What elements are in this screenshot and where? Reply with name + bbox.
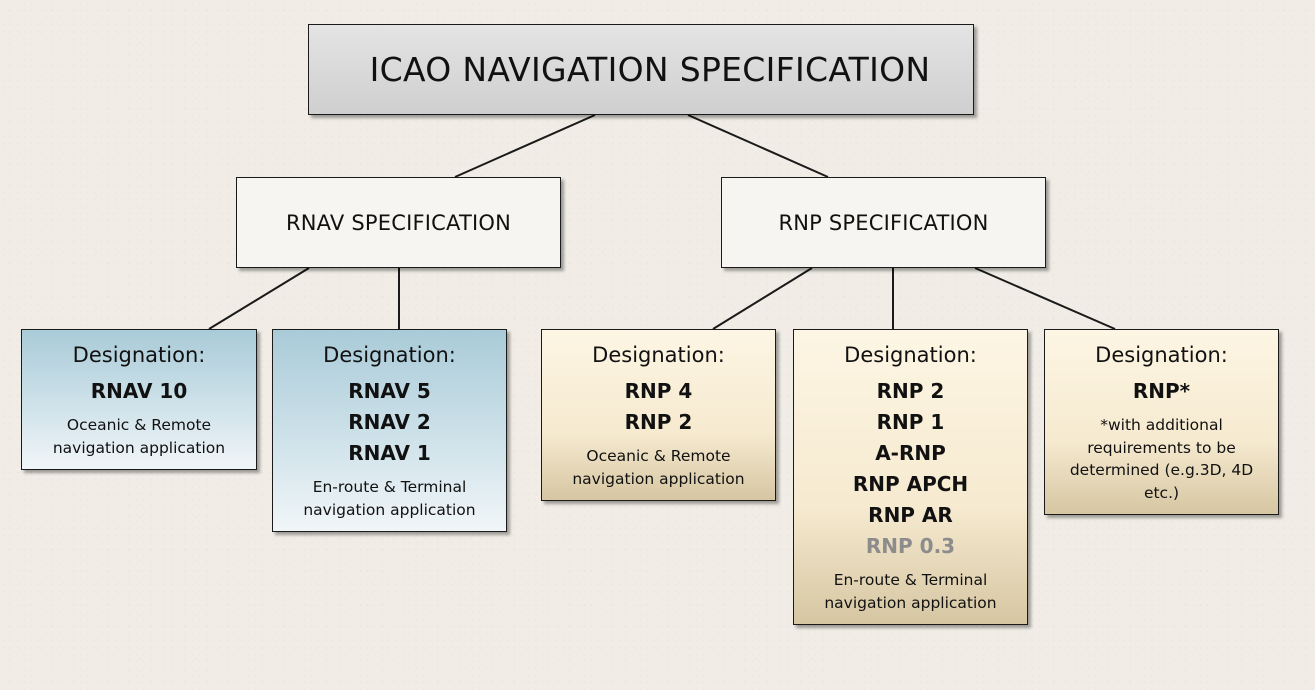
- designation-rnav-terminal: Designation: RNAV 5 RNAV 2 RNAV 1 En-rou…: [272, 329, 507, 532]
- designation-code-muted: RNP 0.3: [865, 534, 956, 558]
- designation-code: RNAV 2: [348, 410, 431, 434]
- designation-note: *with additional requirements to be dete…: [1069, 416, 1254, 502]
- designation-code: RNP 4: [624, 379, 693, 403]
- designation-rnp-future: Designation: RNP* *with additional requi…: [1044, 329, 1279, 515]
- designation-code: RNAV 5: [348, 379, 431, 403]
- connector-rnp-d3: [712, 267, 813, 330]
- designation-rnp-oceanic: Designation: RNP 4 RNP 2 Oceanic & Remot…: [541, 329, 776, 501]
- rnp-spec-title: RNP SPECIFICATION: [778, 210, 989, 235]
- designation-code: RNP*: [1132, 379, 1191, 403]
- designation-heading: Designation:: [1095, 343, 1228, 367]
- designation-note: En-route & Terminal navigation applicati…: [303, 478, 476, 519]
- designation-code: RNP 2: [876, 379, 945, 403]
- connector-rnav-d1: [208, 267, 310, 330]
- designation-code: A-RNP: [875, 441, 946, 465]
- designation-code: RNP APCH: [852, 472, 969, 496]
- designation-heading: Designation:: [592, 343, 725, 367]
- designation-rnp-terminal: Designation: RNP 2 RNP 1 A-RNP RNP APCH …: [793, 329, 1028, 625]
- root-title: ICAO NAVIGATION SPECIFICATION: [369, 50, 931, 89]
- designation-code: RNAV 1: [348, 441, 431, 465]
- rnav-spec-node: RNAV SPECIFICATION: [236, 177, 561, 268]
- designation-note: En-route & Terminal navigation applicati…: [824, 571, 997, 612]
- designation-heading: Designation:: [844, 343, 977, 367]
- root-node: ICAO NAVIGATION SPECIFICATION: [308, 24, 974, 115]
- designation-heading: Designation:: [72, 343, 206, 367]
- designation-note: Oceanic & Remote navigation application: [572, 447, 745, 488]
- connector-root-rnav: [454, 114, 596, 178]
- designation-code: RNP AR: [868, 503, 953, 527]
- designation-code: RNAV 10: [90, 379, 188, 403]
- designation-heading: Designation:: [323, 343, 456, 367]
- designation-rnav-oceanic: Designation: RNAV 10 Oceanic & Remote na…: [21, 329, 257, 470]
- connector-root-rnp: [687, 114, 829, 178]
- designation-note: Oceanic & Remote navigation application: [52, 416, 226, 457]
- rnav-spec-title: RNAV SPECIFICATION: [285, 210, 511, 235]
- designation-code: RNP 2: [624, 410, 693, 434]
- connector-rnp-d5: [974, 267, 1116, 330]
- rnp-spec-node: RNP SPECIFICATION: [721, 177, 1046, 268]
- designation-code: RNP 1: [876, 410, 945, 434]
